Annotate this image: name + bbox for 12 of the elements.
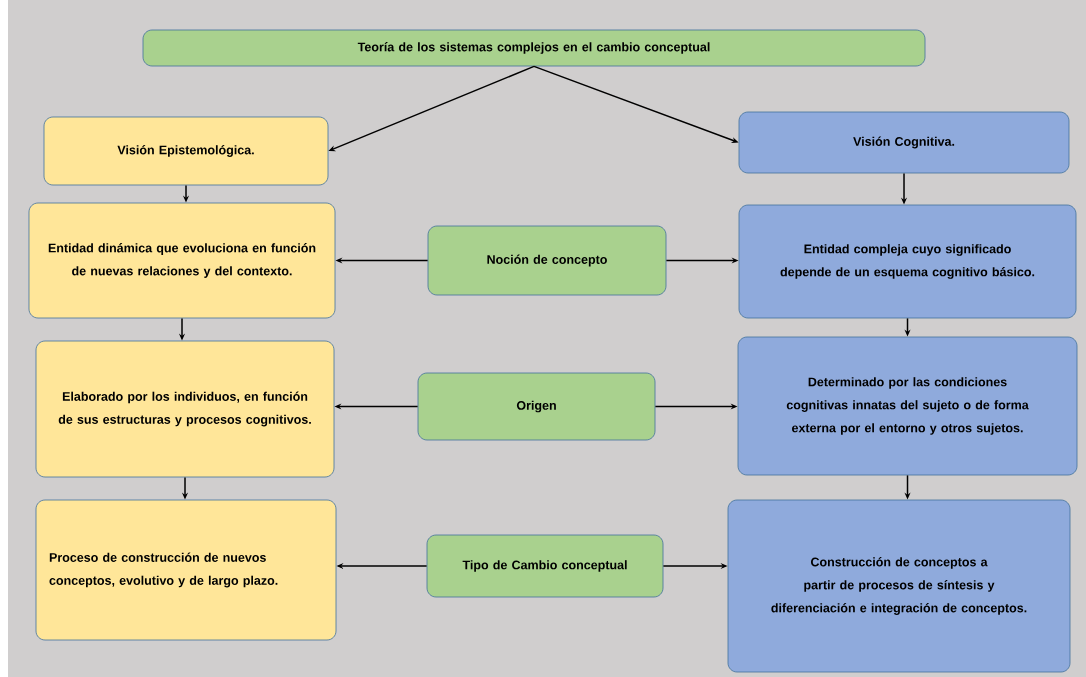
process-box: Elaborado por los individuos, en función de sus estructuras y procesos cognitivos. xyxy=(35,340,335,478)
category-box: Tipo de Cambio conceptual xyxy=(426,534,664,598)
title-box: Teoría de los sistemas complejos en el cambio conceptual xyxy=(142,29,926,67)
category-box: Noción de concepto xyxy=(427,225,667,296)
process-box: Entidad compleja cuyo significado depende de un esquema cognitivo básico. xyxy=(738,204,1077,319)
process-box: Visión Epistemológica. xyxy=(43,116,329,186)
process-box: Entidad dinámica que evoluciona en función de nuevas relaciones y del contexto. xyxy=(28,202,336,319)
process-box: Proceso de construcción de nuevos conceptos, evolutivo y de largo plazo. xyxy=(35,499,337,641)
process-box: Determinado por las condiciones cognitivas innatas del sujeto o de forma externa por el entorno y otros sujetos. xyxy=(737,336,1078,476)
process-box: Visión Cognitiva. xyxy=(738,111,1070,174)
process-box: Construcción de conceptos a partir de procesos de síntesis y diferenciación e integración de conceptos. xyxy=(727,499,1071,673)
category-box: Origen xyxy=(417,372,656,441)
